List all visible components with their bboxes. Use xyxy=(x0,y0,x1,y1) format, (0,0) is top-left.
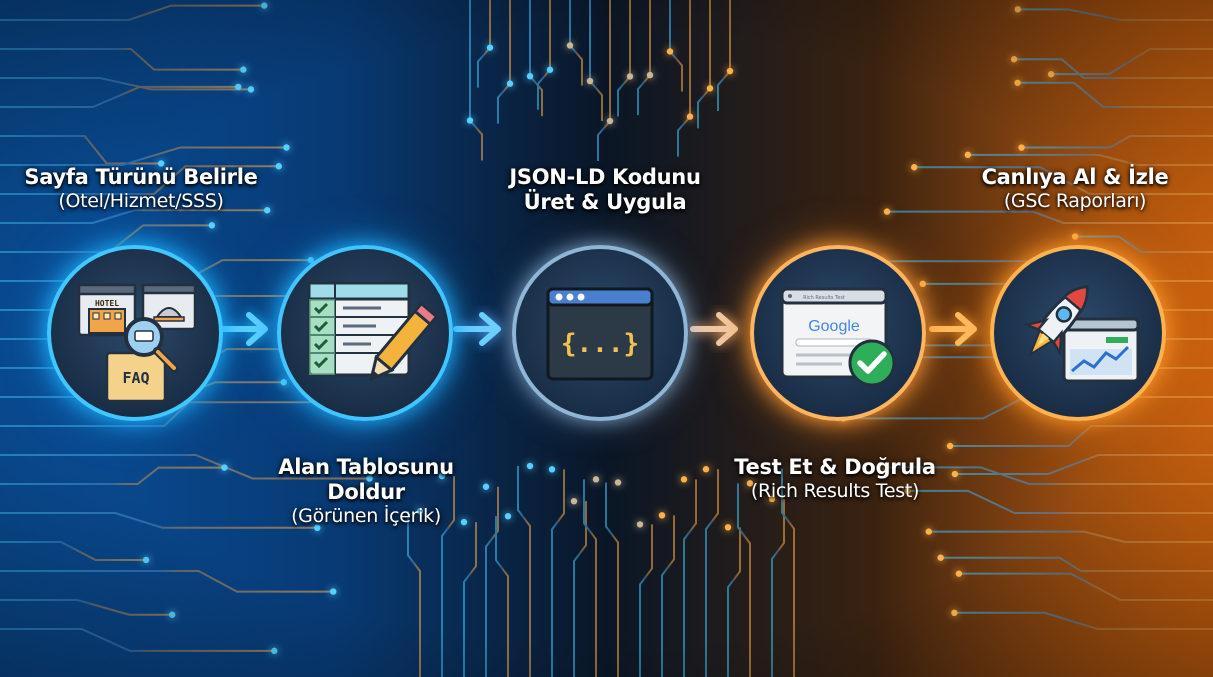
arrow-right-icon xyxy=(690,312,738,346)
step-3-node: {...} xyxy=(512,245,688,421)
step-3-label: JSON-LD Kodunu Üret & Uygula xyxy=(480,165,730,215)
step-1-label: Sayfa Türünü Belirle (Otel/Hizmet/SSS) xyxy=(10,165,272,212)
step-5-node xyxy=(990,245,1166,421)
step-1-title: Sayfa Türünü Belirle xyxy=(24,165,258,189)
browser-title-text: Rich Results Test xyxy=(803,295,845,301)
faq-card-text: FAQ xyxy=(122,369,149,387)
step-4-node: Rich Results Test Google xyxy=(750,245,926,421)
step-4-subtitle: (Rich Results Test) xyxy=(750,479,920,502)
google-logo-text: Google xyxy=(808,318,860,335)
step-5-title: Canlıya Al & İzle xyxy=(981,165,1169,189)
hotel-faq-magnifier-icon: HOTEL FAQ xyxy=(77,283,197,403)
arrow-right-icon xyxy=(220,312,268,346)
arrow-right-icon xyxy=(453,312,501,346)
step-3-title-line1: JSON-LD Kodunu xyxy=(509,165,701,189)
step-2-node xyxy=(277,245,453,421)
step-4-title: Test Et & Doğrula xyxy=(734,455,936,479)
google-checkmark-icon: Rich Results Test Google xyxy=(780,287,896,387)
step-1-subtitle: (Otel/Hizmet/SSS) xyxy=(58,189,224,212)
step-3-title-line2: Üret & Uygula xyxy=(523,189,687,214)
step-5-subtitle: (GSC Raporları) xyxy=(1003,189,1147,212)
code-braces-text: {...} xyxy=(561,329,639,359)
step-2-title-line1: Alan Tablosunu xyxy=(278,455,454,479)
step-4-label: Test Et & Doğrula (Rich Results Test) xyxy=(700,455,970,502)
step-2-title-line2: Doldur xyxy=(327,479,405,504)
table-checklist-pencil-icon xyxy=(307,281,439,382)
step-2-label: Alan Tablosunu Doldur (Görünen İçerik) xyxy=(250,455,482,527)
arrow-right-icon xyxy=(929,312,977,346)
step-1-node: HOTEL FAQ xyxy=(47,245,223,421)
step-5-label: Canlıya Al & İzle (GSC Raporları) xyxy=(955,165,1195,212)
step-2-subtitle: (Görünen İçerik) xyxy=(291,504,441,527)
rocket-chart-icon xyxy=(1022,285,1140,383)
hotel-sign-text: HOTEL xyxy=(95,299,119,308)
code-window-icon: {...} xyxy=(546,287,654,381)
